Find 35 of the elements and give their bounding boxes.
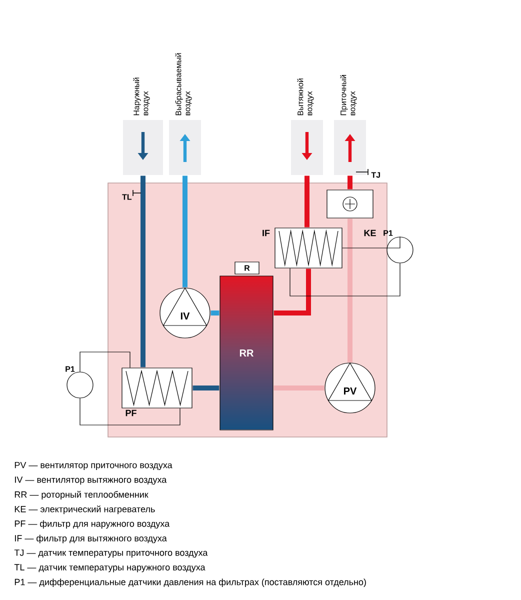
component-label: P1 — [384, 230, 393, 236]
legend-entry: RR — роторный теплообменник — [14, 490, 148, 500]
duct-label: Вытяжной воздух — [297, 78, 314, 116]
legend-entry: P1 — дифференциальные датчики давления на фильтрах (поставляются отдельно) — [14, 578, 366, 587]
legend-entry: PF — фильтр для наружного воздуха — [14, 520, 170, 529]
component-label: P1 — [66, 366, 75, 372]
sensor-line — [80, 398, 180, 426]
air-duct — [192, 386, 220, 390]
drive-box: R — [234, 262, 260, 274]
legend-entry: PV — вентилятор приточного воздуха — [14, 462, 172, 470]
sensor-line — [80, 352, 130, 372]
air-duct — [182, 176, 188, 288]
legend-entry: TJ — датчик температуры приточного воздуха — [14, 550, 208, 558]
component-label: IF — [262, 230, 270, 236]
duct-label: Приточный воздух — [340, 75, 357, 116]
legend-entry: IF — фильтр для вытяжного воздуха — [15, 534, 167, 544]
sensor-label: TJ — [371, 172, 380, 178]
air-duct — [274, 386, 324, 390]
duct-label: Наружный воздух — [133, 78, 150, 116]
air-duct — [274, 268, 311, 316]
duct-label: Выбрасываемый воздух — [175, 53, 192, 116]
legend-entry: KE — электрический нагреватель — [14, 506, 155, 514]
air-duct — [348, 176, 352, 190]
air-duct — [210, 310, 220, 316]
legend-entry: TL — датчик температуры наружного воздуха — [14, 564, 206, 572]
component-label: PF — [126, 410, 136, 416]
component-label: KE — [364, 230, 376, 236]
legend-entry: IV — вентилятор вытяжного воздуха — [15, 476, 167, 485]
sensor-line — [290, 263, 400, 296]
sensor-line — [342, 236, 400, 248]
air-duct — [304, 176, 310, 228]
air-duct — [348, 218, 352, 362]
sensor-label: TL — [122, 194, 132, 200]
rotor-exchanger: RR — [220, 276, 274, 430]
air-duct — [140, 176, 146, 368]
